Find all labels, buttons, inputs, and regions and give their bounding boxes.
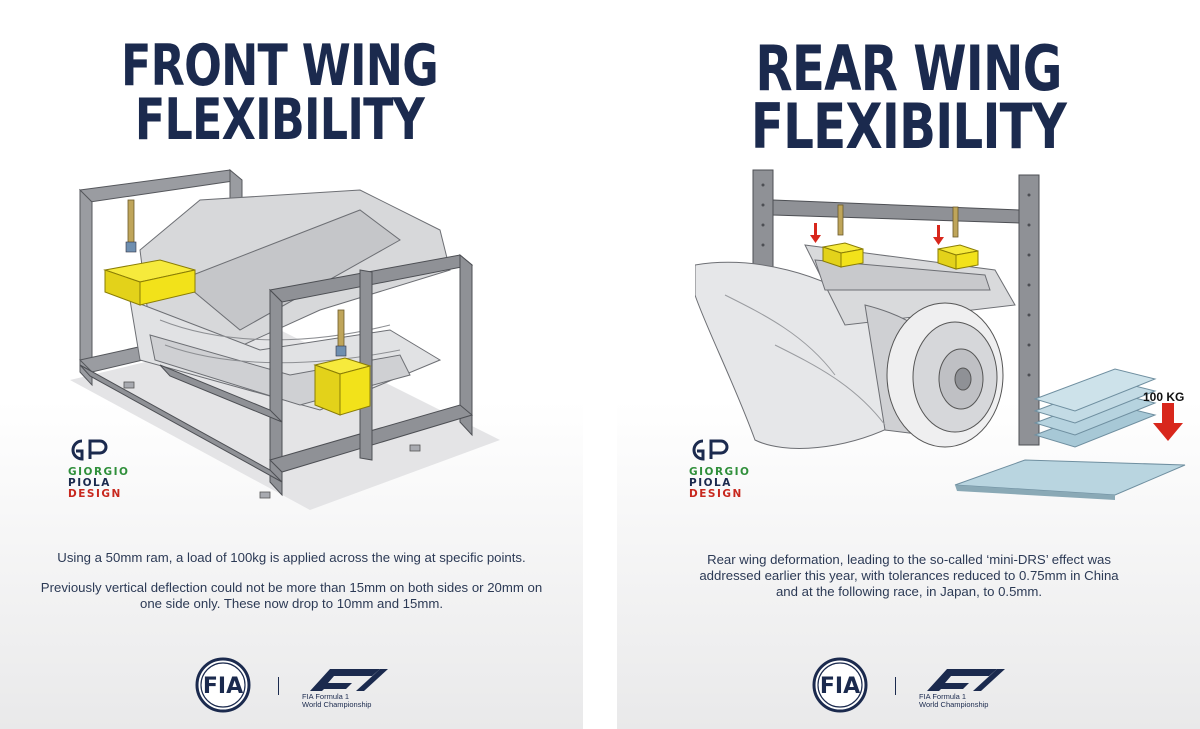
front-caption-p2: Previously vertical deflection could not… bbox=[40, 580, 543, 611]
front-title-line-1: FRONT WING bbox=[121, 33, 439, 99]
front-wing-test-rig-illustration bbox=[70, 168, 500, 510]
credit-line-2: PIOLA bbox=[68, 477, 111, 489]
f1-logo-icon bbox=[927, 669, 1005, 691]
rear-wing-title: REAR WING FLEXIBILITY bbox=[681, 32, 1136, 164]
giorgio-piola-monogram-icon bbox=[692, 439, 729, 461]
giorgio-piola-credit-rear: GIORGIO PIOLA DESIGN bbox=[689, 438, 759, 500]
rear-title-line-1: REAR WING bbox=[755, 32, 1062, 105]
giorgio-piola-credit: GIORGIO PIOLA DESIGN bbox=[68, 438, 138, 500]
front-wing-title: FRONT WING FLEXIBILITY bbox=[52, 33, 507, 153]
weight-label: 100 KG bbox=[1143, 390, 1184, 404]
giorgio-piola-monogram-icon bbox=[71, 439, 108, 461]
rear-caption-p1: Rear wing deformation, leading to the so… bbox=[699, 552, 1119, 599]
front-wing-caption: Using a 50mm ram, a load of 100kg is app… bbox=[40, 550, 543, 626]
f1-logo-icon bbox=[310, 669, 388, 691]
f1-subtitle-line-1: FIA Formula 1 bbox=[302, 692, 350, 701]
rear-wing-test-rig-illustration: 100 KG bbox=[695, 169, 1186, 500]
rear-logos: FIA FIA Formula 1 World Championship bbox=[807, 655, 1017, 715]
rear-wing-caption: Rear wing deformation, leading to the so… bbox=[699, 552, 1119, 614]
logo-separator bbox=[895, 677, 896, 695]
credit-line-1: GIORGIO bbox=[689, 466, 751, 478]
fia-logo-icon: FIA bbox=[812, 657, 868, 713]
fia-logo-icon: FIA bbox=[195, 657, 251, 713]
rear-wing-panel: REAR WING FLEXIBILITY bbox=[617, 0, 1200, 729]
panel-gutter bbox=[583, 0, 617, 729]
f1-subtitle-line-1: FIA Formula 1 bbox=[919, 692, 967, 701]
credit-line-2: PIOLA bbox=[689, 477, 732, 489]
logo-separator bbox=[278, 677, 279, 695]
credit-line-1: GIORGIO bbox=[68, 466, 130, 478]
fia-logo-text: FIA bbox=[203, 674, 243, 699]
credit-line-3: DESIGN bbox=[68, 488, 122, 500]
f1-subtitle-line-2: World Championship bbox=[302, 700, 372, 709]
front-title-line-2: FLEXIBILITY bbox=[134, 86, 425, 153]
front-caption-p1: Using a 50mm ram, a load of 100kg is app… bbox=[57, 550, 526, 565]
credit-line-3: DESIGN bbox=[689, 488, 743, 500]
fia-logo-text: FIA bbox=[820, 674, 860, 699]
front-logos: FIA FIA Formula 1 World Championship bbox=[190, 655, 400, 715]
rear-title-line-2: FLEXIBILITY bbox=[750, 90, 1067, 164]
front-wing-panel: FRONT WING FLEXIBILITY bbox=[0, 0, 583, 729]
f1-subtitle-line-2: World Championship bbox=[919, 700, 989, 709]
